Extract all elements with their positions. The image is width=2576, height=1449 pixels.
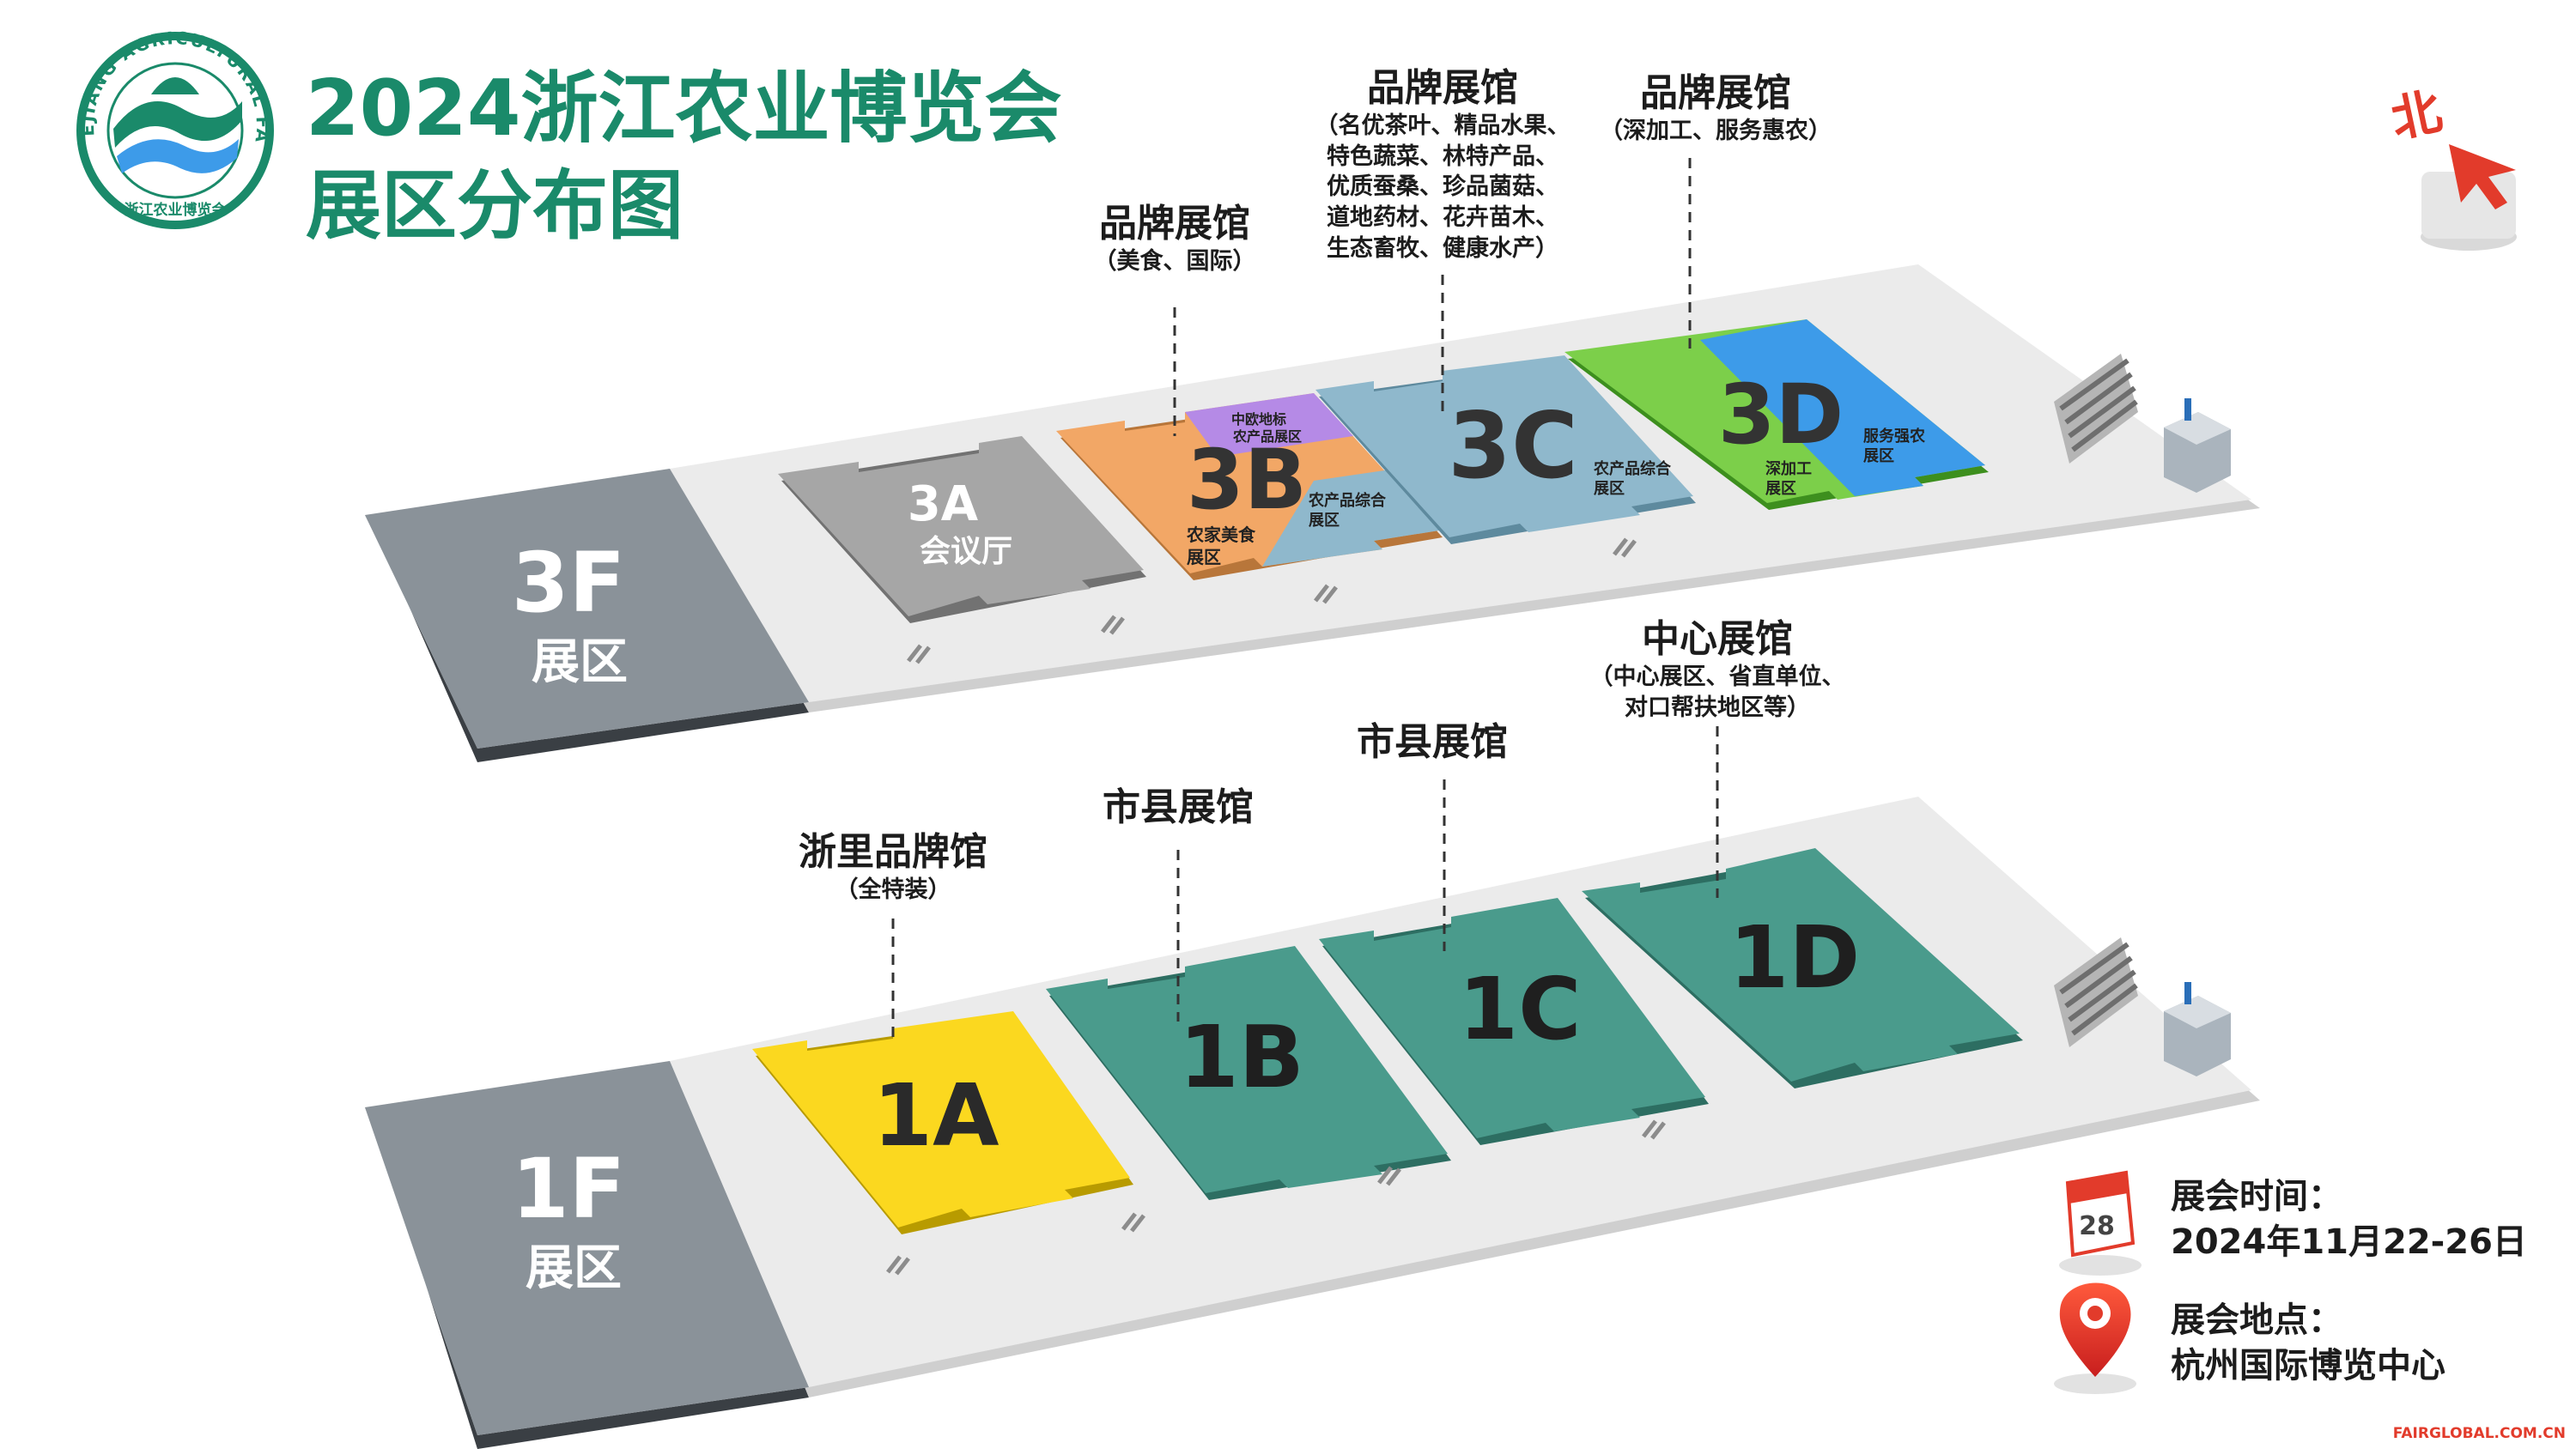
event-time-value: 2024年11月22-26日 [2171, 1222, 2527, 1263]
watermark: FAIRGLOBAL.COM.CN [2392, 1425, 2566, 1442]
zone-label-3d-service: 服务强农 [1863, 427, 1925, 446]
calendar-icon: 28 [2059, 1170, 2142, 1276]
hall-label-1d: 1D [1729, 907, 1861, 1008]
pavilion-label-3d: 品牌展馆 （深加工、服务惠农） [1600, 71, 1832, 144]
svg-text:展区: 展区 [1765, 480, 1796, 498]
north-compass: 北 [2386, 82, 2517, 251]
hall-3d[interactable]: 3D 深加工 展区 服务强农 展区 [1564, 319, 1989, 510]
hall-1b[interactable]: 1B [1046, 946, 1451, 1200]
hall-3c[interactable]: 3C 农产品综合 展区 [1315, 355, 1696, 544]
hall-label-1a: 1A [873, 1065, 999, 1166]
floor-band-3f [365, 469, 809, 749]
hall-sub-3a: 会议厅 [920, 534, 1012, 569]
floor-name-3f: 3F [512, 535, 625, 631]
hall-label-3c: 3C [1448, 393, 1578, 499]
hall-3b[interactable]: 3B 中欧地标 农产品展区 农产品综合 展区 农家美食 展区 [1056, 393, 1443, 580]
svg-text:展区: 展区 [1594, 480, 1625, 498]
hall-label-1b: 1B [1179, 1007, 1304, 1107]
hall-label-3b: 3B [1187, 432, 1307, 528]
pavilion-label-1b: 市县展馆 [1103, 785, 1254, 829]
location-pin-icon [2054, 1282, 2136, 1394]
zone-3b-integrated [1262, 467, 1439, 567]
calendar-day: 28 [2079, 1211, 2115, 1241]
leader-lines [891, 158, 1719, 1039]
hall-1c[interactable]: 1C [1319, 898, 1709, 1145]
elevator-icon-1f [2164, 982, 2231, 1076]
zone-label-3b-integrated: 农产品综合 [1308, 491, 1387, 510]
logo-emblem: ZHEJIANG AGRICULTURAL FAIR 浙江农业博览会 [0, 0, 274, 229]
escalator-icon [2054, 354, 2138, 464]
north-arrow-icon [2449, 144, 2516, 209]
pavilion-label-1a: 浙里品牌馆 （全特装） [799, 830, 987, 903]
svg-text:展区: 展区 [1309, 512, 1340, 530]
escalator-icon-1f [2054, 937, 2138, 1047]
event-time: 展会时间： 2024年11月22-26日 [2171, 1174, 2527, 1265]
page-title: 2024浙江农业博览会 [306, 64, 1062, 154]
elevator-icon [2164, 398, 2231, 493]
event-place-value: 杭州国际博览中心 [2171, 1346, 2445, 1386]
zone-label-3b-europe: 中欧地标 [1231, 411, 1286, 427]
pavilion-label-1c: 市县展馆 [1357, 720, 1508, 764]
passage-markers-1f [886, 1119, 1666, 1276]
pavilion-label-3b: 品牌展馆 （美食、国际） [1093, 202, 1256, 275]
floor-name-1f: 1F [512, 1141, 625, 1237]
pavilion-label-1d: 中心展馆 （中心展区、省直单位、 对口帮扶地区等） [1589, 617, 1845, 721]
passage-markers-3f [907, 537, 1637, 664]
svg-text:农产品展区: 农产品展区 [1232, 428, 1302, 445]
svg-text:展区: 展区 [1863, 447, 1894, 465]
hall-label-3a: 3A [908, 476, 979, 532]
zone-label-3c: 农产品综合 [1593, 459, 1672, 478]
zone-3d-service [1700, 319, 1985, 496]
hall-1d[interactable]: 1D [1582, 848, 2023, 1088]
zone-label-3b-food: 农家美食 [1186, 524, 1256, 545]
hall-label-1c: 1C [1459, 959, 1582, 1059]
compass-label: 北 [2386, 82, 2447, 149]
floor-band-1f [365, 1061, 809, 1435]
hall-1a[interactable]: 1A [752, 1011, 1133, 1234]
zone-label-3d-processing: 深加工 [1765, 459, 1812, 478]
page-subtitle: 展区分布图 [306, 161, 684, 250]
pavilion-label-3c: 品牌展馆 （名优茶叶、精品水果、 特色蔬菜、林特产品、 优质蚕桑、珍品菌菇、 道… [1315, 66, 1571, 263]
event-time-label: 展会时间： [2171, 1177, 2342, 1216]
hall-label-3d: 3D [1718, 367, 1844, 463]
floor-subtitle-3f: 展区 [532, 634, 628, 690]
event-place-label: 展会地点： [2171, 1300, 2342, 1340]
logo-bottom-text: 浙江农业博览会 [125, 201, 227, 219]
floor-subtitle-1f: 展区 [526, 1240, 622, 1296]
event-place: 展会地点： 杭州国际博览中心 [2171, 1298, 2445, 1389]
zone-3b-europe [1185, 393, 1353, 457]
svg-text:展区: 展区 [1187, 547, 1221, 567]
hall-3a[interactable]: 3A 会议厅 [778, 436, 1146, 623]
